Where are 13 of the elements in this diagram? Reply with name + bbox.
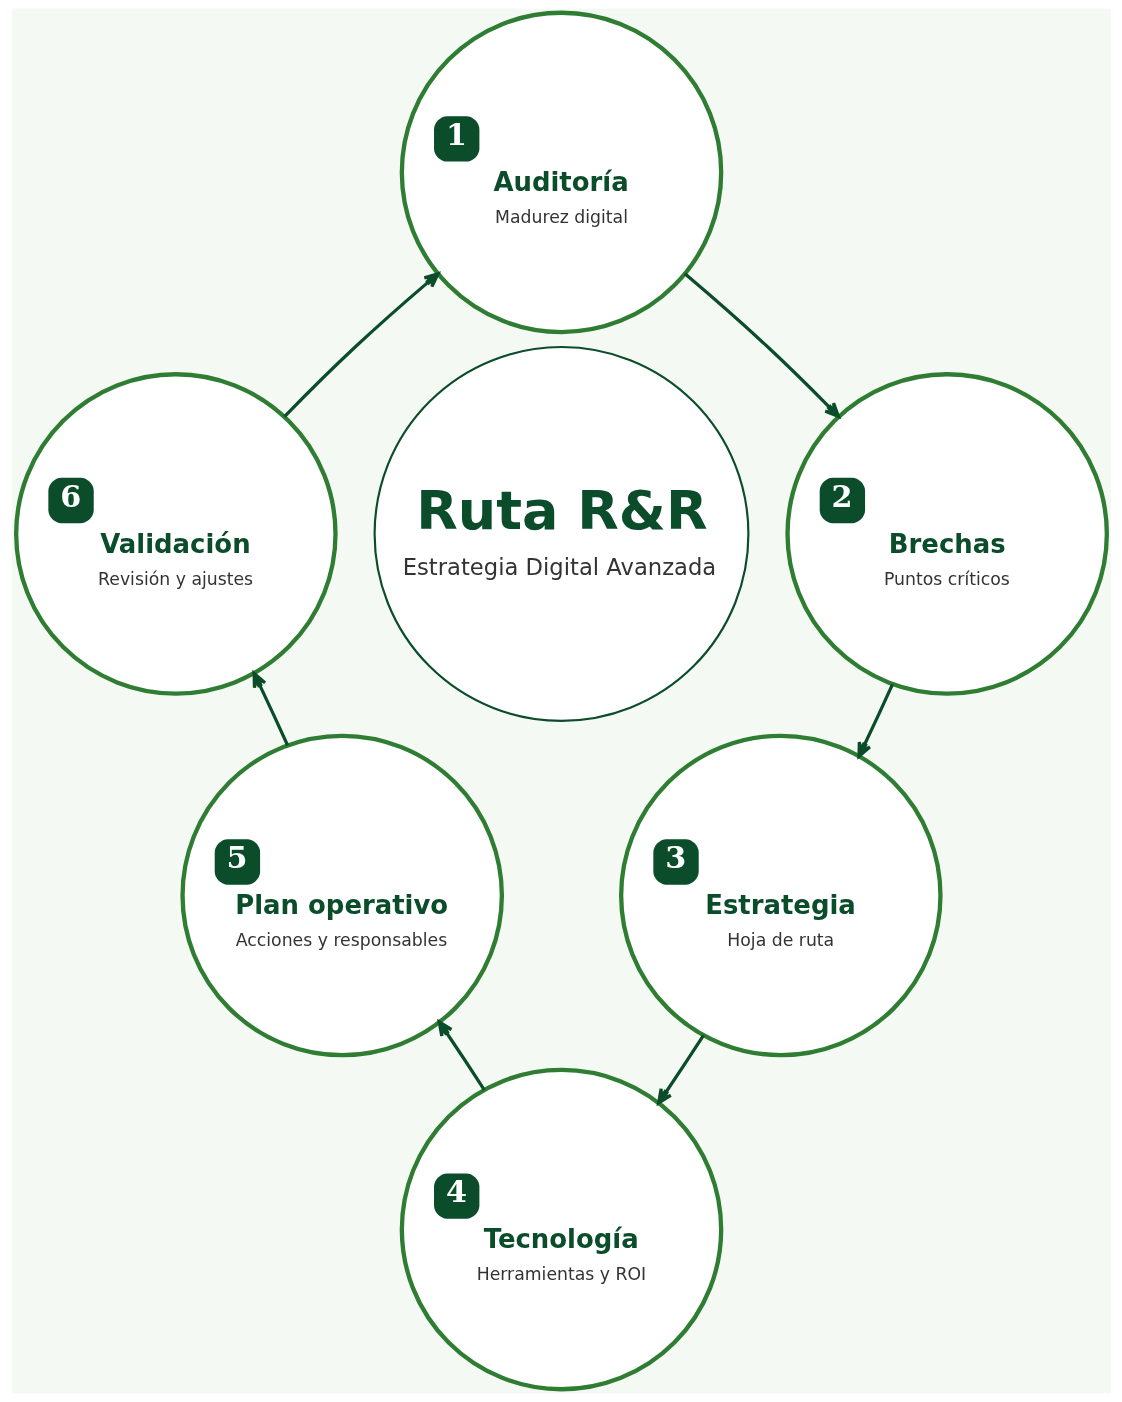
arrow <box>856 683 894 758</box>
arrow <box>252 671 289 746</box>
node-circle: 5 Plan operativo Acciones y responsables <box>179 733 504 1058</box>
node-circle: 3 Estrategia Hoja de ruta <box>618 733 943 1058</box>
node-circle: 6 Validación Revisión y ajustes <box>13 372 338 696</box>
arrow <box>437 1020 486 1091</box>
node-circle: 4 Tecnología Herramientas y ROI <box>399 1067 723 1392</box>
node-circle: Ruta R&R Estrategia Digital Avanzada <box>373 345 749 722</box>
node-circle: 1 Auditoría Madurez digital <box>399 10 723 335</box>
node-circle: 2 Brechas Puntos críticos <box>784 372 1109 696</box>
arrow <box>656 1034 705 1105</box>
arrow <box>282 272 440 418</box>
arrow <box>683 272 840 419</box>
